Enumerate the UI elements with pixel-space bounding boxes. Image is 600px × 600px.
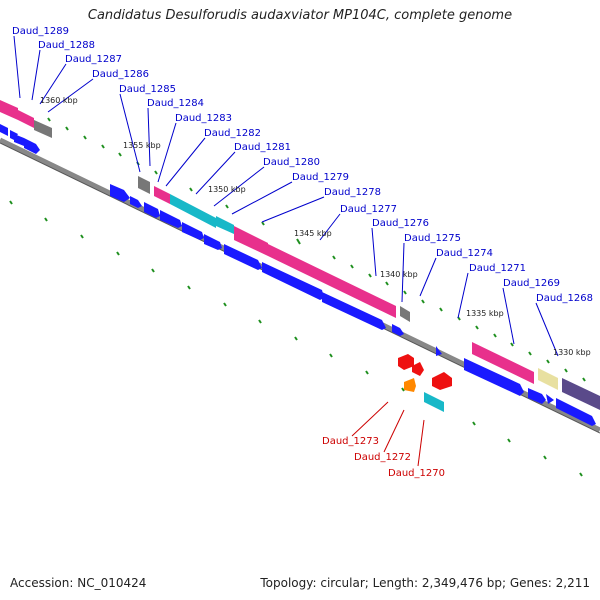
gene-label-red[interactable]: Daud_1273 bbox=[322, 436, 379, 447]
gene-arrow-red bbox=[432, 372, 452, 390]
gene-label[interactable]: Daud_1274 bbox=[436, 248, 493, 259]
gene-block-gray bbox=[400, 306, 410, 322]
gene-cluster-left bbox=[0, 100, 52, 154]
gene-arrow-blue bbox=[110, 184, 130, 202]
gene-arrow-blue bbox=[262, 262, 324, 300]
gene-arrow-red bbox=[398, 354, 414, 370]
gene-arrow-blue bbox=[24, 138, 40, 154]
gene-block-pink bbox=[0, 100, 18, 120]
gene-block-gray bbox=[138, 176, 150, 194]
gene-block-cyan bbox=[170, 194, 216, 228]
tick-marks-inner bbox=[9, 200, 583, 477]
red-gene-labels: Daud_1273 Daud_1272 Daud_1270 bbox=[322, 436, 445, 479]
kbp-tick-label: 1355 kbp bbox=[123, 141, 161, 150]
gene-block-cyan bbox=[424, 392, 444, 412]
gene-arrow-blue bbox=[14, 134, 24, 146]
gene-label[interactable]: Daud_1287 bbox=[65, 54, 122, 65]
gene-cluster-middle bbox=[110, 176, 442, 356]
gene-label[interactable]: Daud_1278 bbox=[324, 187, 381, 198]
kbp-tick-label: 1335 kbp bbox=[466, 309, 504, 318]
kbp-tick-label: 1330 kbp bbox=[553, 348, 591, 357]
gene-label[interactable]: Daud_1268 bbox=[536, 293, 593, 304]
gene-arrow-blue bbox=[160, 210, 182, 228]
gene-block-khaki bbox=[538, 368, 558, 390]
gene-block-purple bbox=[562, 378, 600, 410]
gene-cluster-red bbox=[398, 354, 452, 412]
gene-block-pink bbox=[154, 186, 170, 204]
kbp-tick-label: 1350 kbp bbox=[208, 185, 246, 194]
gene-label[interactable]: Daud_1269 bbox=[503, 278, 560, 289]
gene-block-pink bbox=[18, 110, 34, 128]
gene-arrow-blue bbox=[436, 346, 442, 356]
red-leader-lines bbox=[351, 401, 425, 467]
gene-label[interactable]: Daud_1283 bbox=[175, 113, 232, 124]
kbp-tick-label: 1340 kbp bbox=[380, 270, 418, 279]
gene-arrow-blue bbox=[224, 244, 262, 270]
gene-block-gray bbox=[34, 120, 52, 138]
gene-labels: Daud_1289 Daud_1288 Daud_1287 Daud_1286 … bbox=[12, 26, 593, 304]
gene-label[interactable]: Daud_1276 bbox=[372, 218, 429, 229]
gene-label[interactable]: Daud_1289 bbox=[12, 26, 69, 37]
gene-arrow-blue bbox=[130, 196, 142, 208]
gene-leader-lines bbox=[13, 35, 559, 357]
gene-arrow-red bbox=[412, 362, 424, 376]
tick-marks-outer bbox=[47, 117, 586, 382]
gene-label[interactable]: Daud_1285 bbox=[119, 84, 176, 95]
gene-label[interactable]: Daud_1275 bbox=[404, 233, 461, 244]
gene-label-red[interactable]: Daud_1272 bbox=[354, 452, 411, 463]
accession-text: Accession: NC_010424 bbox=[10, 576, 147, 590]
gene-arrow-blue bbox=[464, 358, 524, 396]
gene-label[interactable]: Daud_1280 bbox=[263, 157, 320, 168]
kbp-tick-label: 1345 kbp bbox=[294, 229, 332, 238]
gene-arrow-blue bbox=[556, 398, 596, 426]
gene-label[interactable]: Daud_1284 bbox=[147, 98, 204, 109]
gene-arrow-blue bbox=[392, 324, 404, 336]
gene-label[interactable]: Daud_1281 bbox=[234, 142, 291, 153]
gene-label[interactable]: Daud_1277 bbox=[340, 204, 397, 215]
gene-arrow-blue bbox=[182, 222, 204, 240]
gene-label[interactable]: Daud_1271 bbox=[469, 263, 526, 274]
gene-block-pink bbox=[268, 244, 396, 318]
gene-arrow-blue bbox=[144, 202, 160, 218]
gene-arrow-blue bbox=[528, 388, 546, 404]
gene-arrow-blue bbox=[322, 292, 386, 330]
gene-label[interactable]: Daud_1279 bbox=[292, 172, 349, 183]
gene-arrow-blue bbox=[0, 124, 8, 136]
gene-arrow-blue bbox=[546, 394, 554, 404]
gene-label[interactable]: Daud_1282 bbox=[204, 128, 261, 139]
gene-block-pink bbox=[234, 226, 268, 256]
gene-cluster-right bbox=[464, 342, 600, 426]
gene-arrow-blue bbox=[204, 234, 222, 250]
kbp-tick-label: 1360 kbp bbox=[40, 96, 78, 105]
gene-block-pink bbox=[472, 342, 534, 384]
gene-block-cyan bbox=[216, 216, 234, 234]
gene-label[interactable]: Daud_1286 bbox=[92, 69, 149, 80]
genome-summary-text: Topology: circular; Length: 2,349,476 bp… bbox=[260, 576, 590, 590]
gene-label-red[interactable]: Daud_1270 bbox=[388, 468, 445, 479]
gene-label[interactable]: Daud_1288 bbox=[38, 40, 95, 51]
gene-arrow-orange bbox=[404, 378, 416, 392]
map-title: Candidatus Desulforudis audaxviator MP10… bbox=[87, 8, 513, 23]
